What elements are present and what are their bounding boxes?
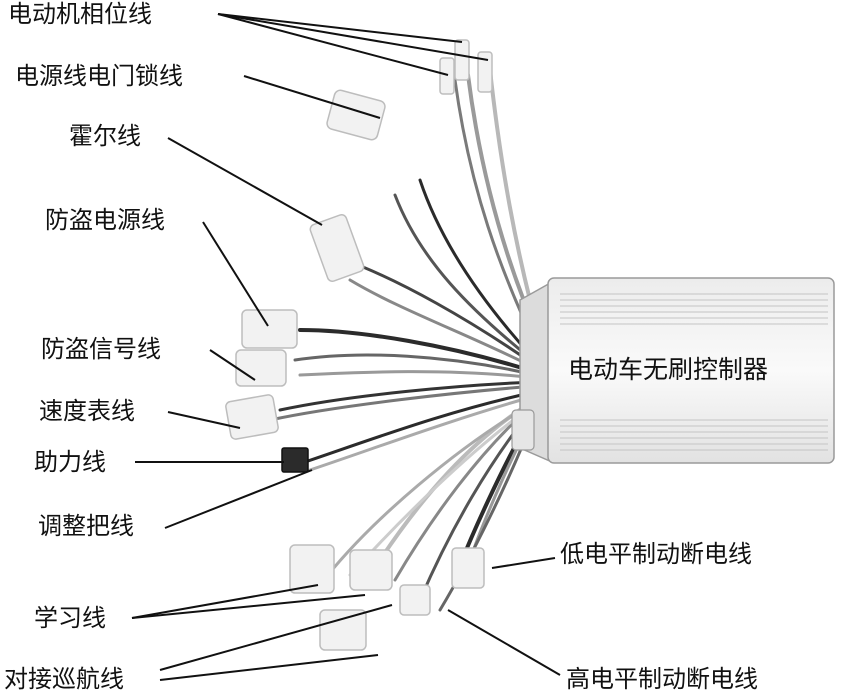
learning-connector: [289, 544, 335, 594]
label-assist: 助力线: [34, 448, 106, 476]
cruise-connector: [349, 549, 393, 591]
controller-housing: [511, 277, 835, 464]
antitheft-power-connector: [241, 309, 298, 349]
speedometer-connector: [225, 394, 279, 440]
label-cruise: 对接巡航线: [4, 665, 124, 693]
leader-line-low-brake: [491, 557, 556, 569]
leader-line-cruise: [159, 604, 393, 671]
low-brake-connector: [451, 547, 485, 589]
leader-line-motor-phase: [217, 13, 489, 61]
motor-phase-connector: [454, 39, 470, 81]
leader-line-cruise: [159, 654, 379, 681]
antitheft-signal-connector: [235, 349, 287, 387]
cruise-connector: [319, 609, 367, 651]
motor-phase-connector: [477, 51, 493, 93]
leader-line-antitheft-signal: [209, 349, 256, 381]
label-low-brake: 低电平制动断电线: [560, 540, 752, 568]
label-antitheft-power: 防盗电源线: [45, 206, 165, 234]
leader-line-speedometer: [167, 411, 241, 429]
label-speedometer: 速度表线: [39, 397, 135, 425]
label-hall: 霍尔线: [69, 122, 141, 150]
motor-phase-connector: [439, 57, 455, 95]
wire-bundle: [268, 68, 544, 612]
leader-line-learning: [131, 584, 319, 619]
leader-line-hall: [167, 137, 323, 226]
leader-line-power-lock: [243, 75, 381, 119]
leader-line-learning: [131, 594, 366, 619]
leader-line-motor-phase: [217, 13, 463, 43]
connectors: [225, 39, 493, 651]
leader-line-antitheft-power: [202, 221, 269, 327]
leader-line-motor-phase: [217, 13, 449, 76]
leader-line-throttle: [164, 469, 313, 529]
hall-connector: [309, 213, 365, 283]
label-throttle: 调整把线: [38, 512, 134, 540]
assist-connector: [281, 447, 309, 473]
high-brake-connector: [399, 584, 431, 616]
leader-lines: [131, 13, 561, 681]
label-high-brake: 高电平制动断电线: [566, 665, 758, 693]
controller-label: 电动车无刷控制器: [568, 355, 769, 384]
label-learning: 学习线: [34, 604, 106, 632]
label-power-lock: 电源线电门锁线: [15, 62, 183, 90]
label-motor-phase: 电动机相位线: [8, 0, 152, 28]
leader-line-high-brake: [447, 609, 561, 676]
power-lock-connector: [326, 89, 386, 141]
label-antitheft-signal: 防盗信号线: [41, 335, 161, 363]
